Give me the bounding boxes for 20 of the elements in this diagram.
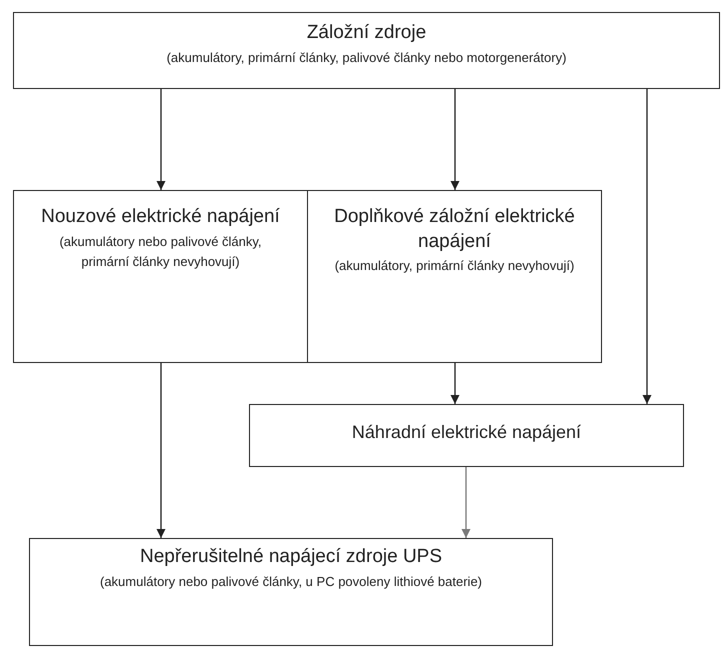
box-title: Doplňkové záložní elektrické napájení — [333, 205, 576, 254]
box-description: (akumulátory nebo palivové články, primární články nevyhovují) — [58, 232, 263, 271]
process-box — [249, 404, 684, 467]
arrow — [450, 363, 460, 404]
process-box — [29, 538, 553, 646]
box-title: Nepřerušitelné napájecí zdroje UPS — [140, 545, 442, 569]
arrow — [462, 467, 470, 538]
box-description: (akumulátory, primární články, palivové články nebo motorgenerátory) — [166, 48, 566, 67]
arrow — [450, 89, 460, 190]
process-box — [13, 12, 720, 89]
process-box — [307, 190, 602, 363]
box-description: (akumulátory nebo palivové články, u PC povoleny lithiové baterie) — [100, 572, 482, 591]
arrow — [156, 363, 166, 538]
box-title: Záložní zdroje — [306, 21, 426, 45]
box-description: (akumulátory, primární články nevyhovují) — [334, 257, 574, 276]
arrow — [642, 89, 652, 404]
box-title: Náhradní elektrické napájení — [352, 420, 582, 444]
box-title: Nouzové elektrické napájení — [41, 205, 280, 229]
arrow — [156, 89, 166, 190]
process-box — [13, 190, 308, 363]
